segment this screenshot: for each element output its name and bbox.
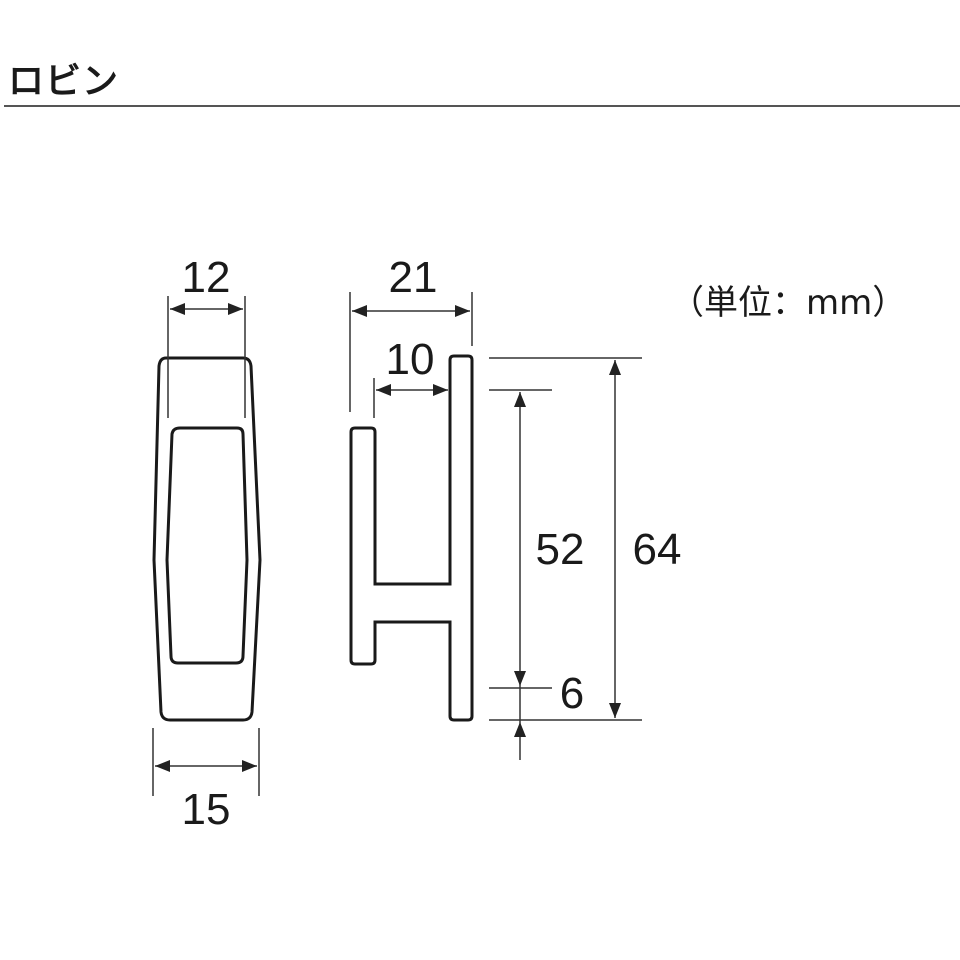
front-bottom-width-label: 15: [182, 785, 231, 834]
side-view: 21 10 52 6 64: [349, 253, 682, 760]
bottom-offset-label: 6: [560, 669, 584, 718]
title-underline: [4, 105, 960, 107]
total-height-label: 64: [633, 525, 682, 574]
side-total-depth-label: 21: [389, 253, 438, 302]
front-top-width-label: 12: [182, 253, 231, 302]
product-title: ロビン: [8, 61, 120, 102]
side-inner-gap-label: 10: [386, 335, 435, 384]
unit-note: （単位：mm）: [670, 283, 906, 323]
front-view: 12 15: [152, 253, 262, 834]
grip-length-label: 52: [536, 525, 585, 574]
